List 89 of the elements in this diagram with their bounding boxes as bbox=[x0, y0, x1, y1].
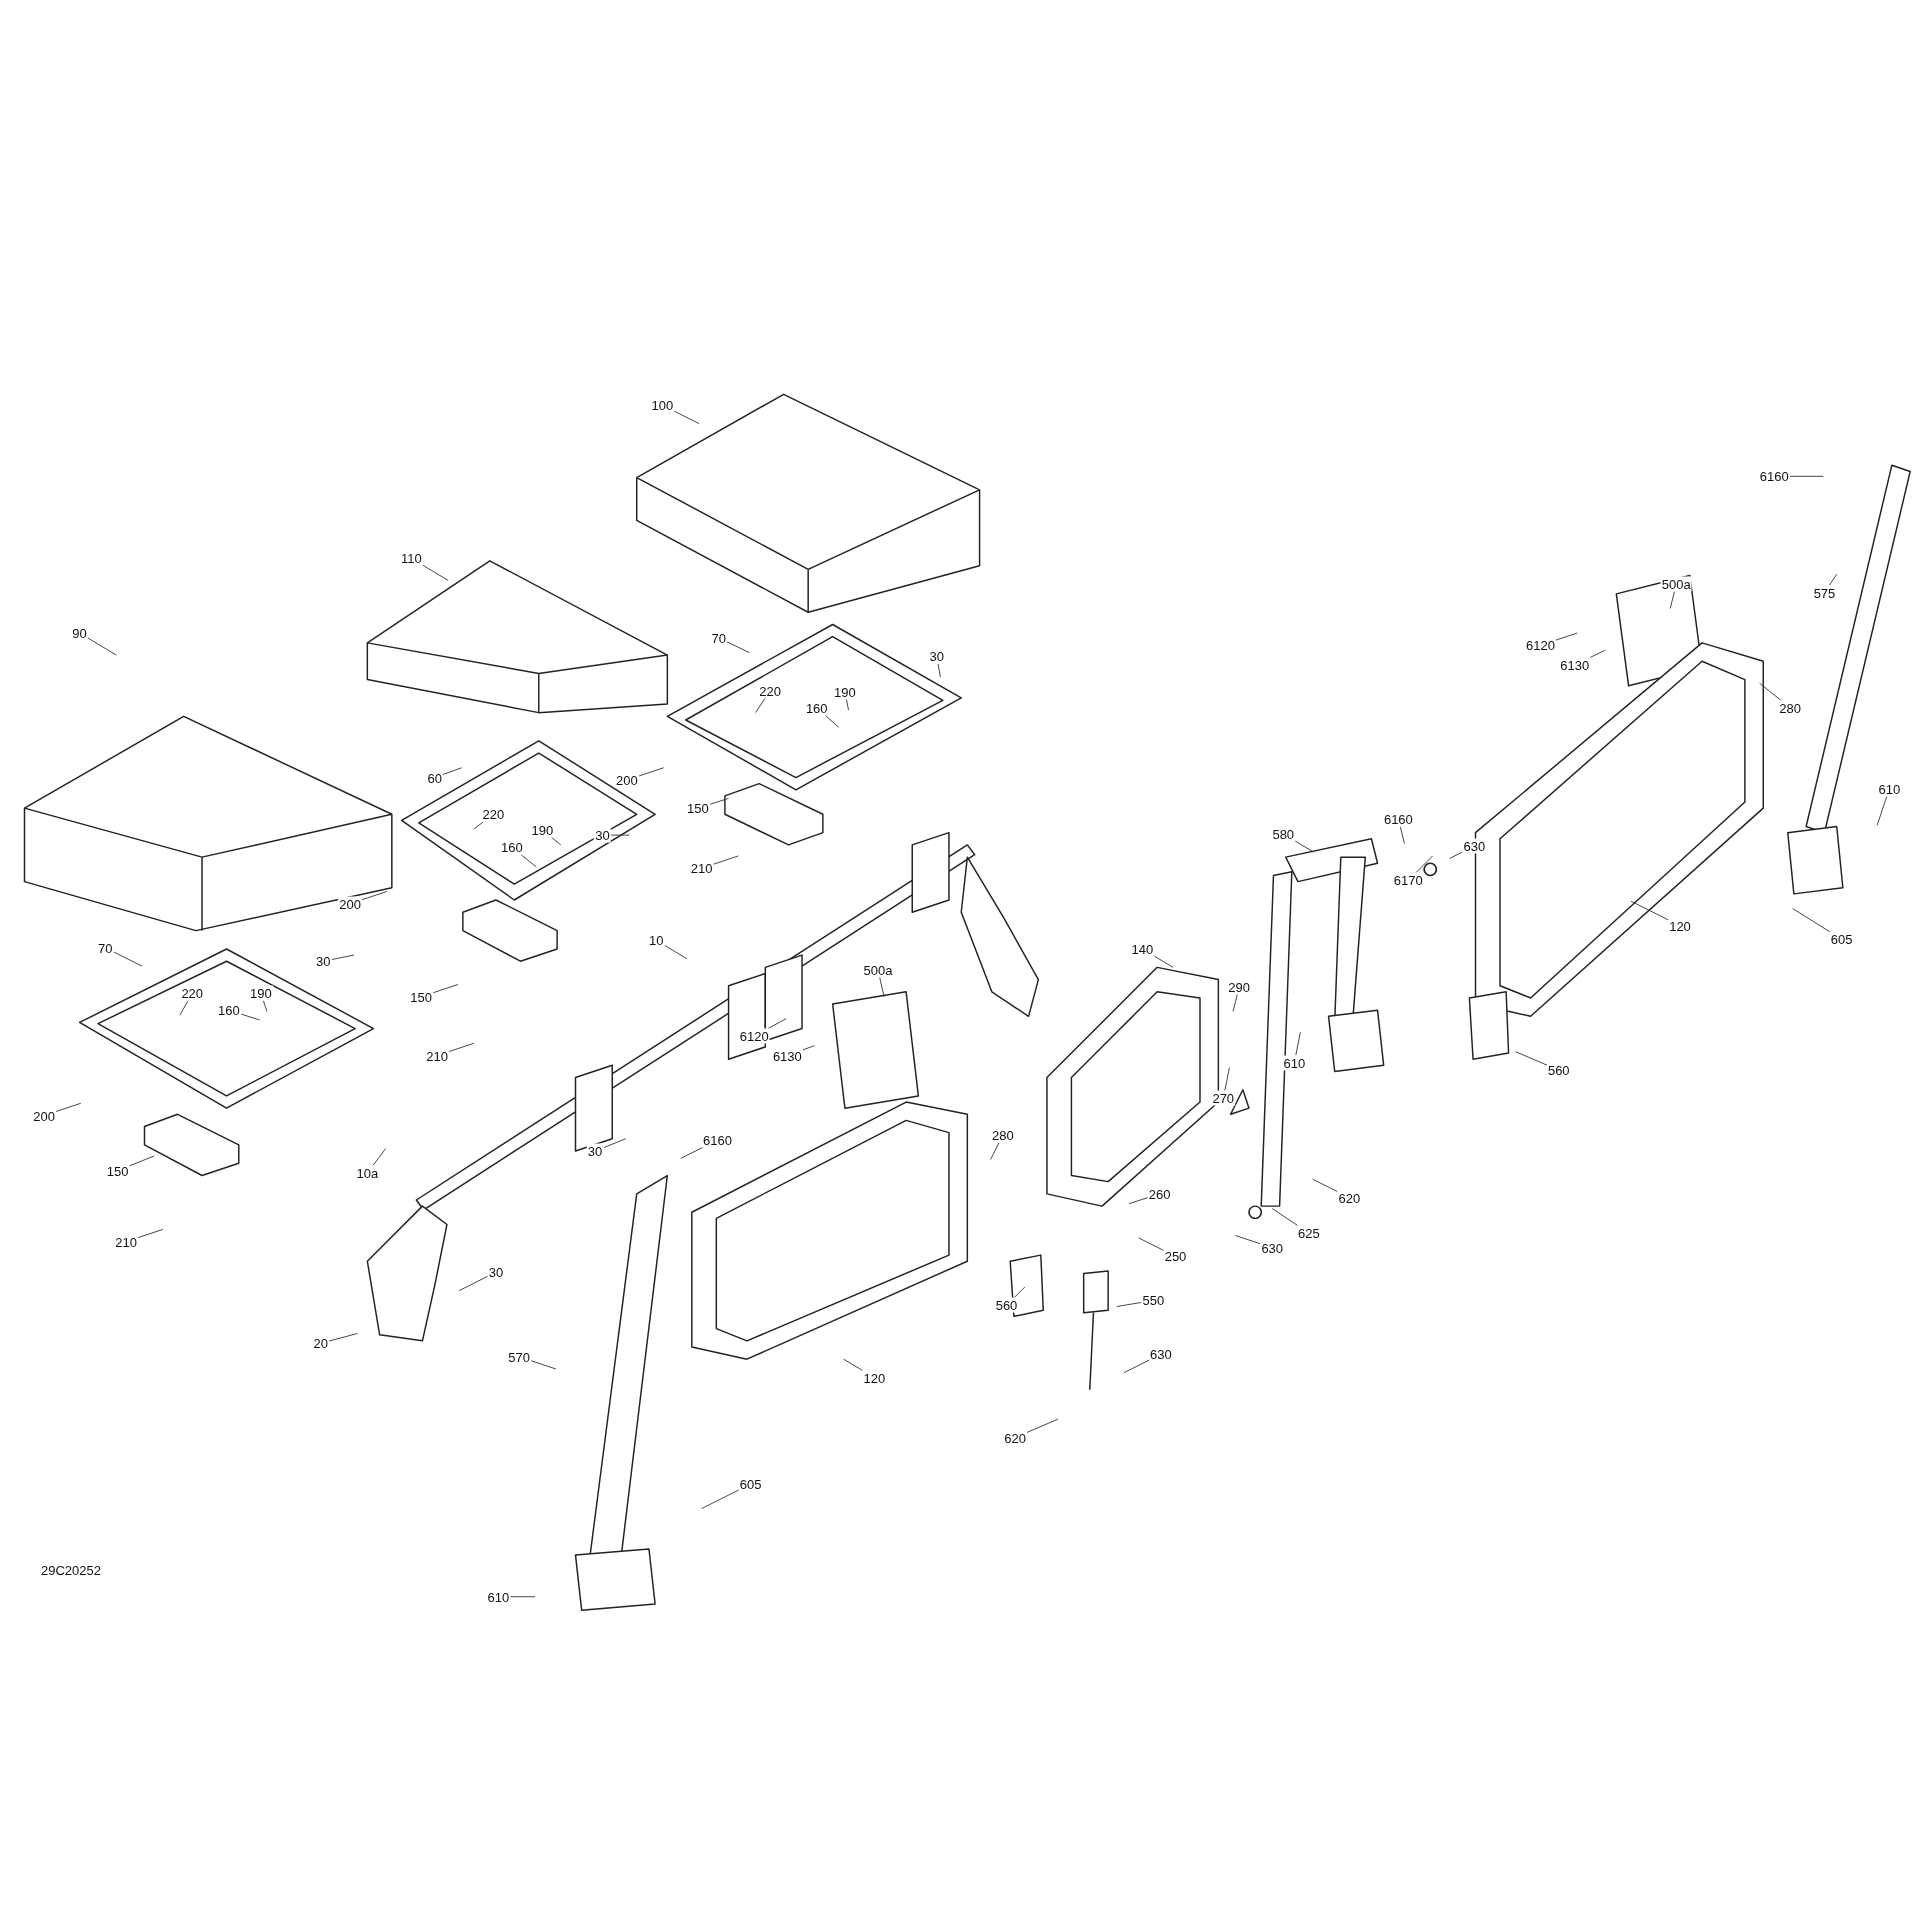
leader-line bbox=[530, 1360, 557, 1370]
leader-line bbox=[680, 1147, 703, 1159]
callout-number: 120 bbox=[1668, 918, 1692, 934]
callout-number: 500a bbox=[1660, 576, 1692, 592]
callout-number: 610 bbox=[1282, 1055, 1307, 1071]
leader-line bbox=[709, 797, 730, 805]
leader-line bbox=[432, 984, 459, 994]
leader-line bbox=[1232, 994, 1238, 1012]
callout-number: 30 bbox=[586, 1143, 604, 1159]
leader-line bbox=[1515, 1051, 1548, 1066]
callout-number: 270 bbox=[1211, 1090, 1236, 1106]
leader-line bbox=[602, 1138, 627, 1149]
leader-line bbox=[1123, 1359, 1150, 1374]
callout-number: 120 bbox=[862, 1370, 887, 1386]
leader-line bbox=[509, 1596, 536, 1598]
leader-line bbox=[1399, 826, 1405, 845]
leader-line bbox=[262, 1000, 268, 1012]
leader-line bbox=[1138, 1237, 1165, 1251]
leader-line bbox=[937, 663, 941, 678]
callout-number: 6120 bbox=[738, 1028, 770, 1044]
callout-number: 6120 bbox=[1524, 637, 1556, 653]
leader-line bbox=[113, 951, 143, 967]
callout-number: 200 bbox=[615, 772, 639, 788]
callout-number: 630 bbox=[1462, 838, 1487, 854]
leader-line bbox=[331, 954, 355, 961]
leader-line bbox=[1876, 795, 1888, 826]
leader-line bbox=[1013, 1286, 1026, 1299]
leader-line bbox=[845, 698, 849, 711]
leader-line bbox=[726, 641, 750, 654]
callout-number: 200 bbox=[338, 896, 363, 912]
leader-line bbox=[610, 834, 630, 836]
leader-line bbox=[551, 837, 562, 846]
leader-line bbox=[713, 855, 739, 865]
leader-line bbox=[55, 1102, 82, 1112]
callout-number: 620 bbox=[1003, 1430, 1027, 1446]
callout-number: 575 bbox=[1812, 585, 1837, 601]
leader-line bbox=[1792, 908, 1831, 933]
leader-line bbox=[473, 821, 484, 830]
leader-line bbox=[1235, 1235, 1261, 1245]
leader-line bbox=[1415, 855, 1434, 874]
leader-line bbox=[422, 564, 449, 581]
leader-line bbox=[1271, 1208, 1299, 1226]
leader-line bbox=[448, 1042, 475, 1052]
callout-number: 30 bbox=[594, 827, 611, 843]
leader-line bbox=[1153, 955, 1174, 968]
leader-line bbox=[520, 854, 537, 868]
leader-line bbox=[1630, 900, 1669, 921]
leader-line bbox=[1295, 1031, 1301, 1056]
leader-line bbox=[843, 1358, 863, 1371]
leader-line bbox=[1759, 682, 1782, 701]
leader-line bbox=[802, 1045, 815, 1051]
callout-number: 630 bbox=[1260, 1240, 1285, 1256]
leader-line bbox=[328, 1333, 358, 1342]
leader-line bbox=[1312, 1178, 1338, 1193]
leader-line bbox=[664, 944, 688, 960]
leader-line bbox=[372, 1148, 387, 1166]
leader-line bbox=[879, 976, 885, 998]
leader-line bbox=[1128, 1197, 1149, 1205]
leader-line bbox=[755, 697, 766, 714]
leader-line bbox=[442, 767, 463, 775]
callout-number: 280 bbox=[1778, 700, 1803, 716]
leader-line bbox=[1449, 851, 1463, 859]
leader-line bbox=[701, 1489, 740, 1509]
leader-line bbox=[458, 1275, 489, 1292]
leader-line bbox=[824, 714, 840, 728]
leader-line bbox=[1294, 840, 1315, 853]
callout-number: 6130 bbox=[771, 1048, 803, 1063]
callout-number: 210 bbox=[114, 1234, 138, 1250]
leader-line bbox=[1589, 649, 1606, 658]
callout-number: 560 bbox=[994, 1297, 1019, 1313]
callout-number: 190 bbox=[248, 985, 273, 1001]
leader-line bbox=[1555, 632, 1578, 641]
callout-number: 200 bbox=[32, 1108, 56, 1123]
leader-line bbox=[990, 1142, 1000, 1161]
leader-line bbox=[1224, 1067, 1230, 1092]
leader-line bbox=[673, 410, 700, 425]
leader-line bbox=[87, 637, 117, 656]
leader-line bbox=[361, 890, 388, 901]
leader-line bbox=[638, 767, 665, 777]
leader-line bbox=[1829, 573, 1838, 586]
leader-line bbox=[1789, 475, 1824, 477]
leader-line bbox=[137, 1228, 164, 1239]
leader-line bbox=[240, 1013, 261, 1021]
leader-line bbox=[1026, 1418, 1059, 1433]
leader-line bbox=[1116, 1301, 1143, 1307]
leader-line bbox=[179, 1000, 189, 1016]
leader-line bbox=[1669, 591, 1675, 610]
leader-line bbox=[767, 1018, 787, 1029]
leader-line bbox=[128, 1155, 155, 1167]
